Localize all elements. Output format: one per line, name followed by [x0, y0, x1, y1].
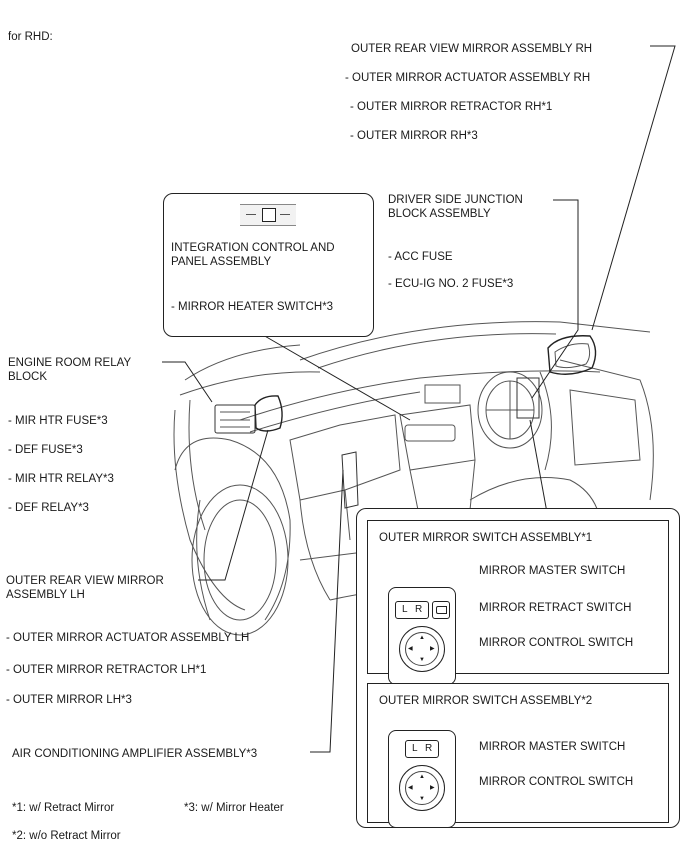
- label-driver-jb: DRIVER SIDE JUNCTION BLOCK ASSEMBLY: [388, 194, 523, 220]
- footnote-2: *2: w/o Retract Mirror: [12, 830, 121, 842]
- label-def-relay: - DEF RELAY*3: [8, 502, 89, 514]
- label-control-switch-1: MIRROR CONTROL SWITCH: [479, 637, 634, 649]
- label-def-fuse: - DEF FUSE*3: [8, 444, 83, 456]
- label-mir-htr-fuse: - MIR HTR FUSE*3: [8, 415, 108, 427]
- for-rhd-label: for RHD:: [8, 31, 53, 43]
- label-control-switch-2: MIRROR CONTROL SWITCH: [479, 776, 634, 788]
- label-integration-panel: INTEGRATION CONTROL AND PANEL ASSEMBLY: [171, 242, 335, 268]
- label-mirror-lh: - OUTER MIRROR LH*3: [6, 694, 132, 706]
- switch-assembly-1-title: OUTER MIRROR SWITCH ASSEMBLY*1: [379, 532, 593, 544]
- label-mir-htr-relay: - MIR HTR RELAY*3: [8, 473, 114, 485]
- label-master-switch-2: MIRROR MASTER SWITCH: [479, 741, 626, 753]
- integration-panel-icon: [240, 204, 296, 226]
- label-retract-switch: MIRROR RETRACT SWITCH: [479, 602, 632, 614]
- switch-assembly-1: OUTER MIRROR SWITCH ASSEMBLY*1 L R ▲ ▼ ◀…: [367, 520, 669, 685]
- label-retractor-lh: - OUTER MIRROR RETRACTOR LH*1: [6, 664, 207, 676]
- integration-panel-callout: INTEGRATION CONTROL AND PANEL ASSEMBLY -…: [163, 193, 374, 337]
- label-ac-amplifier: AIR CONDITIONING AMPLIFIER ASSEMBLY*3: [12, 748, 258, 760]
- lr-master-switch-1: L R: [395, 601, 429, 619]
- label-outer-mirror-lh: OUTER REAR VIEW MIRROR ASSEMBLY LH: [6, 575, 164, 601]
- label-engine-room-relay: ENGINE ROOM RELAY BLOCK: [8, 357, 131, 383]
- label-retractor-rh: - OUTER MIRROR RETRACTOR RH*1: [350, 101, 553, 113]
- switch-assembly-2: OUTER MIRROR SWITCH ASSEMBLY*2 L R ▲ ▼ ◀…: [367, 683, 669, 828]
- fold-mirror-icon: [436, 606, 447, 614]
- mirror-control-pad-2: ▲ ▼ ◀ ▶: [399, 765, 445, 811]
- label-mirror-rh: - OUTER MIRROR RH*3: [350, 130, 478, 142]
- switch-1-bezel: L R ▲ ▼ ◀ ▶: [388, 587, 456, 685]
- switch-2-bezel: L R ▲ ▼ ◀ ▶: [388, 730, 456, 828]
- label-acc-fuse: - ACC FUSE: [388, 251, 453, 263]
- label-ecu-ig2-fuse: - ECU-IG NO. 2 FUSE*3: [388, 278, 514, 290]
- footnote-3: *3: w/ Mirror Heater: [184, 802, 284, 814]
- lr-master-switch-2: L R: [405, 740, 439, 758]
- switch-assembly-2-title: OUTER MIRROR SWITCH ASSEMBLY*2: [379, 695, 593, 707]
- label-actuator-lh: - OUTER MIRROR ACTUATOR ASSEMBLY LH: [6, 632, 250, 644]
- retract-switch-button: [432, 601, 450, 619]
- label-master-switch-1: MIRROR MASTER SWITCH: [479, 565, 626, 577]
- label-mirror-heater-switch: - MIRROR HEATER SWITCH*3: [171, 301, 334, 313]
- mirror-control-pad-1: ▲ ▼ ◀ ▶: [399, 626, 445, 672]
- outer-mirror-switch-panel: OUTER MIRROR SWITCH ASSEMBLY*1 L R ▲ ▼ ◀…: [356, 508, 680, 828]
- label-outer-mirror-rh: OUTER REAR VIEW MIRROR ASSEMBLY RH: [351, 43, 593, 55]
- label-actuator-rh: - OUTER MIRROR ACTUATOR ASSEMBLY RH: [345, 72, 591, 84]
- footnote-1: *1: w/ Retract Mirror: [12, 802, 115, 814]
